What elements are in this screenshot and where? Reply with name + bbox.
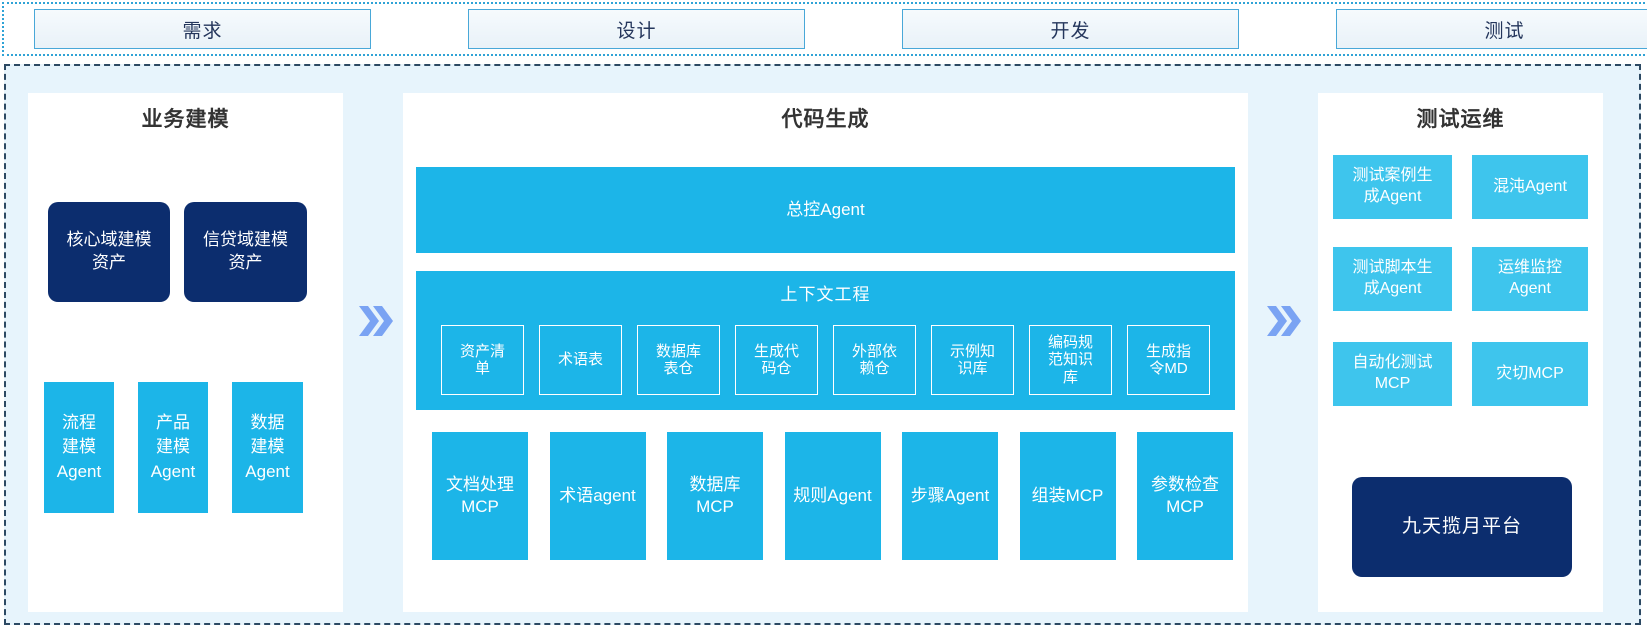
node-external-dependency-repo: 外部依 赖仓 <box>833 325 916 395</box>
test-ops-title: 测试运维 <box>1416 108 1505 131</box>
node-test-script-generation-agent: 测试脚本生 成Agent <box>1333 247 1452 311</box>
phase-testing: 测试 <box>1336 9 1647 49</box>
double-chevron-right-icon <box>1267 306 1301 336</box>
phase-requirements: 需求 <box>34 9 371 49</box>
node-step-agent: 步骤Agent <box>902 432 998 560</box>
node-jiutian-lanyue-platform: 九天揽月平台 <box>1352 477 1572 577</box>
context-engineering-items: 资产清 单 术语表 数据库 表仓 生成代 码仓 外部依 赖仓 示例知 识库 编码… <box>441 325 1210 395</box>
business-modeling-panel: 业务建模 核心域建模 资产 信贷域建模 资产 流程 建模 Agent 产品 建模… <box>28 93 343 612</box>
node-rule-agent: 规则Agent <box>784 432 881 560</box>
node-generated-code-repo: 生成代 码仓 <box>735 325 818 395</box>
node-process-modeling-agent: 流程 建模 Agent <box>44 382 114 513</box>
node-glossary: 术语表 <box>539 325 622 395</box>
code-generation-title: 代码生成 <box>781 108 870 131</box>
code-generation-tools: 文档处理 MCP 术语agent 数据库 MCP 规则Agent 步骤Agent… <box>432 432 1233 560</box>
node-assembly-mcp: 组装MCP <box>1019 432 1116 560</box>
node-product-modeling-agent: 产品 建模 Agent <box>138 382 208 513</box>
test-ops-panel: 测试运维 测试案例生 成Agent 混沌Agent 测试脚本生 成Agent 运… <box>1318 93 1603 612</box>
pipeline-container: 业务建模 核心域建模 资产 信贷域建模 资产 流程 建模 Agent 产品 建模… <box>4 64 1641 625</box>
node-example-knowledge-base: 示例知 识库 <box>931 325 1014 395</box>
node-database-table-repo: 数据库 表仓 <box>637 325 720 395</box>
double-chevron-right-icon <box>359 306 393 336</box>
node-asset-list: 资产清 单 <box>441 325 524 395</box>
phase-development: 开发 <box>902 9 1239 49</box>
node-core-domain-modeling-assets: 核心域建模 资产 <box>48 202 170 302</box>
node-ops-monitoring-agent: 运维监控 Agent <box>1472 247 1588 311</box>
node-document-processing-mcp: 文档处理 MCP <box>432 432 528 560</box>
node-disaster-switch-mcp: 灾切MCP <box>1472 342 1588 406</box>
node-master-agent: 总控Agent <box>416 167 1235 253</box>
node-automated-testing-mcp: 自动化测试 MCP <box>1333 342 1452 406</box>
node-data-modeling-agent: 数据 建模 Agent <box>232 382 303 513</box>
context-engineering-title: 上下文工程 <box>780 285 871 304</box>
node-parameter-check-mcp: 参数检查 MCP <box>1137 432 1233 560</box>
context-engineering-group: 上下文工程 资产清 单 术语表 数据库 表仓 生成代 码仓 外部依 赖仓 示例知… <box>416 271 1235 410</box>
business-modeling-title: 业务建模 <box>141 108 230 131</box>
node-coding-standard-knowledge-base: 编码规 范知识 库 <box>1029 325 1112 395</box>
node-test-case-generation-agent: 测试案例生 成Agent <box>1333 155 1452 219</box>
node-database-mcp: 数据库 MCP <box>667 432 763 560</box>
node-credit-domain-modeling-assets: 信贷域建模 资产 <box>184 202 307 302</box>
phase-strip: 需求 设计 开发 测试 <box>2 2 1647 56</box>
phase-design: 设计 <box>468 9 805 49</box>
node-chaos-agent: 混沌Agent <box>1472 155 1588 219</box>
node-glossary-agent: 术语agent <box>549 432 646 560</box>
node-generation-instruction-md: 生成指 令MD <box>1127 325 1210 395</box>
code-generation-panel: 代码生成 总控Agent 上下文工程 资产清 单 术语表 数据库 表仓 生成代 … <box>403 93 1248 612</box>
